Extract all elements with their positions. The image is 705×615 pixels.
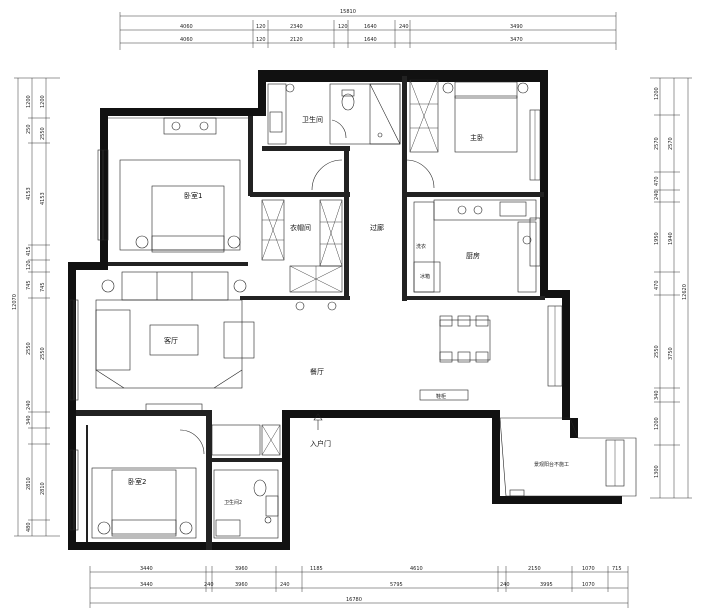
bottom-dim-3: 1185 [310, 566, 323, 572]
top-dim-6: 240 [399, 24, 409, 30]
right-dim-5: 1950 [654, 232, 660, 245]
left-dim-4: 415 [26, 246, 32, 256]
top-dim-5: 1640 [364, 24, 377, 30]
right-dim-13: 3750 [668, 347, 674, 360]
left-dim-6: 745 [26, 280, 32, 290]
top-dim-9: 120 [256, 37, 266, 43]
living-room-furniture [95, 271, 255, 413]
bathroom1-fixtures [267, 83, 401, 145]
left-dim-7: 2550 [26, 342, 32, 355]
top-dim-4: 120 [338, 24, 348, 30]
right-dim-8: 340 [654, 390, 660, 400]
top-dim-10: 2120 [290, 37, 303, 43]
outer-walls [68, 70, 622, 550]
bottom-dim-14: 3995 [540, 582, 553, 588]
top-dim-11: 1640 [364, 37, 377, 43]
left-dim-13: 2550 [40, 127, 46, 140]
top-dim-2: 120 [256, 24, 266, 30]
dining-furniture [439, 315, 491, 363]
right-dim-2: 2570 [654, 137, 660, 150]
left-dim-16: 2550 [40, 347, 46, 360]
bottom-dim-8: 3440 [140, 582, 153, 588]
top-dim-1: 4060 [180, 24, 193, 30]
left-dim-14: 4153 [40, 192, 46, 205]
left-dimensions: 12070 1200 250 4153 415 120 745 2550 240… [12, 77, 60, 537]
cloakroom-furniture [261, 159, 343, 311]
bedroom1-furniture [119, 117, 241, 253]
bedroom2-label: 卧室2 [128, 477, 146, 486]
left-dim-11: 480 [26, 522, 32, 532]
top-dim-3: 2340 [290, 24, 303, 30]
dining-label: 餐厅 [310, 367, 324, 376]
master-bedroom-label: 主卧 [470, 133, 484, 142]
right-dim-12: 1940 [668, 232, 674, 245]
right-dim-4: 240 [654, 190, 660, 200]
left-dim-12: 1200 [40, 95, 46, 108]
bedroom1-label: 卧室1 [184, 191, 202, 200]
bottom-dim-4: 4610 [410, 566, 423, 572]
interior-walls [76, 76, 545, 550]
bedroom2-furniture [91, 467, 197, 539]
left-dim-8: 240 [26, 400, 32, 410]
bathroom1-label: 卫生间 [302, 115, 323, 124]
bottom-dim-12: 5795 [390, 582, 403, 588]
left-dim-2: 250 [26, 124, 32, 134]
right-dim-9: 1200 [654, 417, 660, 430]
kitchen-fixtures [413, 199, 537, 293]
top-dim-7: 3490 [510, 24, 523, 30]
fridge-label: 冰箱 [420, 273, 430, 280]
right-dim-7: 2550 [654, 345, 660, 358]
left-total-dim: 12070 [12, 294, 18, 310]
right-dim-1: 1200 [654, 87, 660, 100]
bottom-dim-5: 2150 [528, 566, 541, 572]
bottom-dim-2: 3960 [235, 566, 248, 572]
balcony-area [499, 417, 637, 497]
bottom-dim-9: 240 [204, 582, 214, 588]
living-room-label: 客厅 [164, 336, 178, 345]
bottom-dim-7: 715 [612, 566, 622, 572]
left-dim-10: 2810 [26, 477, 32, 490]
kitchen-label: 厨房 [466, 251, 480, 260]
left-dim-9: 340 [26, 415, 32, 425]
master-bedroom-furniture [405, 79, 529, 189]
right-dim-3: 470 [654, 176, 660, 186]
right-dim-11: 2570 [668, 137, 674, 150]
left-dim-3: 4153 [26, 187, 32, 200]
right-dim-6: 470 [654, 280, 660, 290]
entrance-area [179, 389, 469, 456]
top-dim-12: 3470 [510, 37, 523, 43]
cloakroom-label: 衣帽间 [290, 223, 311, 232]
bathroom2-label: 卫生间2 [224, 499, 242, 506]
washer-label: 洗衣 [416, 243, 426, 250]
left-dim-17: 2810 [40, 482, 46, 495]
bottom-dim-1: 3440 [140, 566, 153, 572]
right-total-dim: 12620 [682, 284, 688, 300]
left-dim-15: 745 [40, 282, 46, 292]
balcony-label: 景观阳台不施工 [534, 461, 569, 468]
bottom-dim-6: 1070 [582, 566, 595, 572]
bottom-dimensions: 3440 3960 1185 4610 2150 1070 715 3440 2… [89, 566, 629, 608]
bottom-dim-13: 240 [500, 582, 510, 588]
top-total-dim: 15810 [340, 9, 356, 15]
bottom-dim-10: 3960 [235, 582, 248, 588]
bottom-dim-15: 1070 [582, 582, 595, 588]
top-dimensions: 15810 4060 120 2340 120 1640 240 3490 40… [119, 9, 617, 50]
right-dim-10: 1300 [654, 465, 660, 478]
bottom-dim-11: 240 [280, 582, 290, 588]
windows [69, 109, 625, 531]
top-dim-8: 4060 [180, 37, 193, 43]
bathroom2-fixtures [213, 469, 279, 539]
right-dimensions: 1200 2570 470 240 1950 470 2550 340 1200… [650, 77, 692, 499]
left-dim-5: 120 [26, 260, 32, 270]
bottom-total-dim: 16780 [346, 597, 362, 603]
corridor-label: 过廊 [370, 223, 384, 232]
entrance-label: 入户门 [310, 439, 331, 448]
shoe-cabinet-label: 鞋柜 [436, 393, 446, 400]
left-dim-1: 1200 [26, 95, 32, 108]
